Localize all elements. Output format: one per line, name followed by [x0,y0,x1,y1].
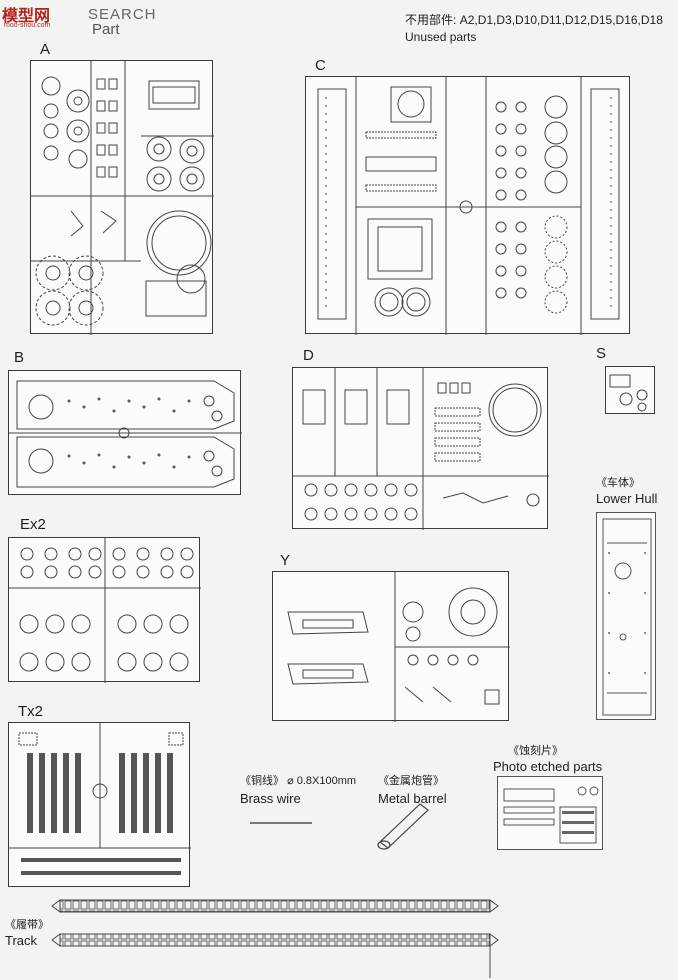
sprue-s-frame [605,366,655,414]
sprue-c-frame [305,76,630,335]
brass-wire-drawing [250,822,312,824]
metal-barrel-drawing [377,803,429,850]
header-part-text: Part [92,21,120,38]
unused-parts-cn: 不用部件: [405,13,457,27]
sprue-ex2-frame [8,537,201,683]
sprue-s-drawing [609,374,648,412]
sprue-c-label: C [315,57,326,74]
watermark-logo: 模型网 moo-shou.com [2,2,76,30]
unused-parts-en: Unused parts [405,30,477,44]
lower-hull-panel [596,512,656,720]
sprue-ex2-drawing [9,538,201,683]
sprue-a-frame [30,60,214,335]
watermark-text: 模型网 [2,8,51,25]
sprue-tx2-label: Tx2 [18,703,44,720]
sprue-c-drawing [317,77,620,335]
photo-etched-en: Photo etched parts [493,759,603,774]
photo-etched-drawing [503,786,599,844]
unused-parts-list: A2,D1,D3,D10,D11,D12,D15,D16,D18 [459,13,663,27]
sprue-b-label: B [14,349,25,366]
photo-etched-cn: 《蚀刻片》 [508,745,563,757]
sprue-tx2-frame [8,722,191,887]
lower-hull-cn: 《车体》 [596,477,640,489]
sprue-ex2-label: Ex2 [20,516,46,533]
sprue-d-drawing [293,368,549,530]
brass-wire-cn: 《铜线》 [240,775,284,787]
sprue-a-label: A [40,41,51,58]
sprue-tx2-drawing [9,723,191,875]
brass-wire-line: 《铜线》 ⌀ 0.8X100mm [240,776,356,787]
sprue-s-label: S [596,345,607,362]
track-en: Track [5,933,38,948]
lower-hull-en: Lower Hull [596,491,658,506]
track-drawing [51,899,499,978]
sprue-a-drawing [31,61,214,335]
watermark-url: moo-shou.com [4,22,51,29]
sprue-d-frame [292,367,549,530]
sprue-b-drawing [9,380,242,488]
sprue-b-frame [8,370,242,495]
photo-etched-fret [497,776,603,850]
sprue-y-label: Y [280,552,291,569]
sprue-d-label: D [303,347,314,364]
sprue-y-frame [272,571,510,722]
lower-hull-drawing [602,518,652,716]
header-search-text: SEARCH [88,6,157,23]
sprue-y-drawing [287,572,510,722]
unused-parts-line: 不用部件: A2,D1,D3,D10,D11,D12,D15,D16,D18 [405,14,663,26]
header-title: SEARCH [88,6,157,23]
brass-wire-spec: ⌀ 0.8X100mm [287,775,357,787]
track-cn: 《履带》 [5,919,49,931]
metal-barrel-en: Metal barrel [378,791,447,806]
brass-wire-en: Brass wire [240,791,301,806]
metal-barrel-cn: 《金属炮管》 [378,775,444,787]
